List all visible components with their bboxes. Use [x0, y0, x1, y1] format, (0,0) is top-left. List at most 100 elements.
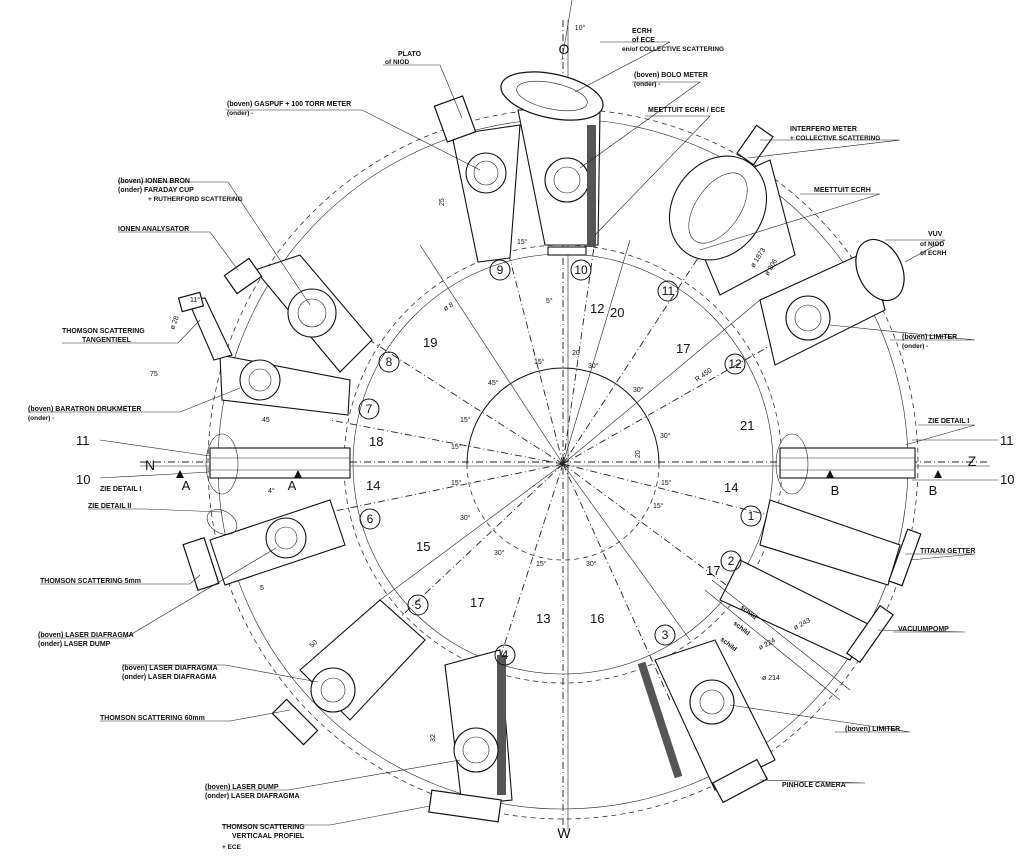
ray-10	[562, 239, 596, 465]
thomson-5mm-flange	[182, 537, 220, 591]
port-8-label: 8	[386, 355, 393, 369]
direction-west: N	[145, 457, 155, 473]
label-plato: PLATO	[398, 51, 422, 58]
ecrh-leader	[574, 41, 671, 93]
lower-left-ports	[182, 499, 426, 746]
angle-45: 45°	[488, 379, 499, 387]
port-2-label: 2	[728, 554, 735, 568]
left-ports	[177, 254, 373, 416]
limiter-bottom-leader	[729, 704, 911, 733]
dim-11deg: 11°	[190, 296, 200, 304]
label-thomson-5mm: THOMSON SCATTERING 5mm	[40, 578, 141, 585]
dim-5: 5	[260, 585, 264, 592]
dim-45: 45	[262, 417, 270, 424]
label-vuv: VUV	[928, 231, 943, 238]
ray-12	[562, 339, 781, 465]
part-17-top: 17	[676, 341, 690, 356]
titaan-getter-duct	[759, 499, 901, 586]
angle-30-right: 30°	[660, 432, 671, 440]
part-11-right: 11	[1000, 433, 1014, 448]
angle-15-top: 15°	[517, 238, 528, 246]
port-3-shield	[637, 661, 683, 779]
bottom-ports	[428, 639, 776, 823]
label-baratron-top: (boven) BARATRON DRUKMETER	[28, 406, 141, 413]
callout-labels: ECRH of ECE en/of COLLECTIVE SCATTERING …	[28, 28, 975, 851]
dim-50: 50	[309, 639, 320, 649]
port-6-label: 6	[367, 512, 374, 526]
baratron-port-inner	[248, 368, 272, 392]
label-schild-3: schild	[719, 636, 738, 653]
angle-30-c2: 30°	[633, 386, 644, 394]
label-thomson-tangentieel-1: THOMSON SCATTERING	[62, 328, 145, 335]
port-12-circle	[724, 353, 746, 375]
ray-16	[562, 463, 691, 641]
part-16: 16	[590, 611, 604, 626]
right-lower-ports	[704, 499, 922, 701]
part-17-bottom-right: 17	[706, 563, 720, 578]
label-vacuumpomp: VACUUMPOMP	[898, 626, 949, 633]
gaspuf-leader	[226, 109, 481, 171]
top-ports	[433, 71, 604, 263]
part-14-right: 14	[724, 480, 738, 495]
label-laser-diafragma-top-2: (boven) LASER DIAFRAGMA	[122, 665, 218, 672]
thomson-60mm-leader	[100, 709, 291, 722]
part-15: 15	[416, 539, 430, 554]
angle-30-c3: 30°	[460, 514, 471, 522]
part-13: 13	[536, 611, 550, 626]
vacuumpomp-flange	[845, 604, 895, 664]
outer-dashed-ring	[207, 108, 919, 820]
vacuumpomp-leader	[877, 629, 966, 633]
direction-east: Z	[968, 453, 977, 469]
ionenbron-port	[287, 288, 337, 338]
vacuumpomp-duct	[719, 559, 871, 661]
angle-15-c4: 15°	[451, 479, 462, 487]
section-markers: A A B B	[182, 478, 938, 498]
angle-15-c6: 15°	[653, 502, 664, 510]
thomson-5mm-leader	[40, 574, 201, 585]
label-interferometer: INTERFERO METER	[790, 126, 857, 133]
label-of-niod-top: of NIOD	[385, 59, 409, 66]
schild-line-2	[711, 579, 851, 691]
ray-7	[329, 419, 564, 465]
label-of-ecrh: of ECRH	[920, 250, 947, 257]
north-angle: 10°	[575, 24, 586, 32]
label-zie-detail-1-left: ZIE DETAIL I	[100, 486, 141, 493]
port-10-circle	[570, 259, 592, 281]
detail-2-ellipse	[206, 509, 238, 535]
angle-15-c7: 15°	[536, 560, 547, 568]
arrow-b-right	[934, 470, 942, 478]
label-limiter-top: (boven) LIMITER	[902, 334, 957, 341]
left-detail-ellipse	[205, 433, 239, 495]
bolometer-port-inner	[553, 166, 581, 194]
label-bolometer-top: (boven) BOLO METER	[634, 72, 708, 79]
ray-11	[562, 254, 701, 465]
label-ionenbron-top: (boven) IONEN BRON	[118, 178, 190, 185]
label-bolometer-bottom: (onder) -	[634, 81, 660, 88]
right-bellows	[779, 447, 916, 479]
angle-15-c2: 15°	[460, 416, 471, 424]
section-a-right: A	[288, 478, 297, 493]
interferometer-end-flange	[736, 124, 774, 166]
label-thomson-tangentieel-2: TANGENTIEEL	[82, 337, 132, 344]
label-ionen-analysator: IONEN ANALYSATOR	[118, 226, 189, 233]
port-1-circle	[740, 505, 762, 527]
label-laser-diafragma-bottom-2: (onder) LASER DIAFRAGMA	[122, 674, 217, 681]
angle-15-c5: 15°	[661, 479, 672, 487]
laser-dump-leader	[205, 759, 461, 791]
thomson-tangentieel-flange	[177, 291, 205, 313]
ray-15	[379, 463, 564, 601]
label-gaspuf-bottom: (onder) -	[227, 110, 253, 117]
n11-left-leader	[99, 439, 211, 457]
plato-flange	[433, 95, 477, 143]
label-ionenbron-mid: (onder) FARADAY CUP	[118, 187, 194, 194]
label-baratron-bottom: (onder) -	[28, 415, 54, 422]
thomson-verticaal-flange	[428, 789, 502, 823]
laser-diafragma-2-leader	[122, 664, 319, 683]
label-laser-dump-top: (boven) LASER DUMP	[205, 784, 279, 791]
port-4-shield	[497, 655, 506, 795]
meettuit-ecrh-ece	[587, 125, 596, 247]
label-laser-dump-bottom: (onder) LASER DUMP	[38, 641, 111, 648]
limiter-bottom-port-inner	[699, 689, 725, 715]
ray-9	[504, 239, 564, 465]
